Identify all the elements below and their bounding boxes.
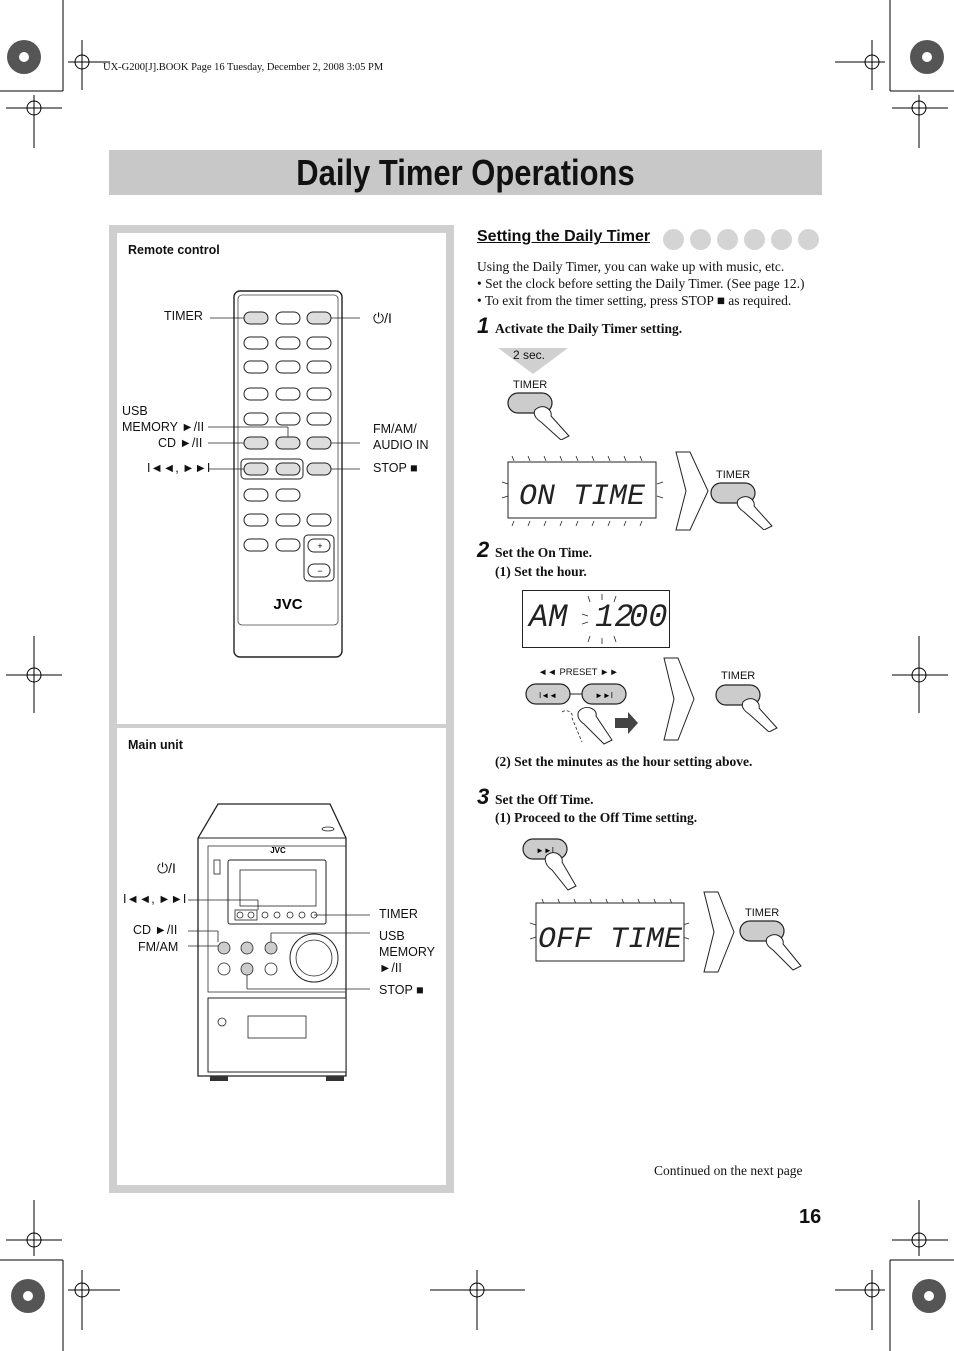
- step-3-sub-1: (1) Proceed to the Off Time setting.: [495, 810, 698, 825]
- step-1-number: 1: [477, 313, 490, 338]
- main-unit-cd-label: CD ►/II: [133, 923, 178, 937]
- remote-stop-label: STOP ■: [373, 461, 418, 475]
- title-bar: Daily Timer Operations: [109, 150, 822, 195]
- minute-digits: 00: [629, 599, 668, 636]
- preset-label: ◄◄ PRESET ►►: [538, 667, 619, 678]
- svg-text:+: +: [317, 541, 322, 551]
- off-time-lcd-display: OFF TIME: [529, 898, 690, 962]
- timer-button-press-illustration: [507, 392, 570, 440]
- main-unit-timer-label: TIMER: [379, 907, 418, 921]
- section-heading: Setting the Daily Timer: [477, 228, 651, 245]
- bullet-exit: • To exit from the timer setting, press …: [477, 293, 792, 308]
- main-unit-illustration: JVC: [188, 803, 370, 1081]
- main-unit-usb-label-line3: ►/II: [379, 961, 402, 975]
- remote-cd-label: CD ►/II: [158, 436, 203, 450]
- on-time-display-text: ON TIME: [519, 480, 646, 514]
- file-header-note: UX-G200[J].BOOK Page 16 Tuesday, Decembe…: [103, 62, 384, 73]
- main-unit-stop-label: STOP ■: [379, 983, 424, 997]
- step-3-text: Set the Off Time.: [495, 792, 594, 807]
- main-unit-heading: Main unit: [128, 738, 183, 752]
- bullet-clock: • Set the clock before setting the Daily…: [477, 276, 805, 291]
- remote-heading: Remote control: [128, 243, 220, 257]
- step-1-timer-button-label: TIMER: [513, 379, 548, 391]
- on-time-lcd-display: ON TIME: [501, 455, 664, 527]
- svg-text:►►I: ►►I: [595, 691, 613, 700]
- heading-decor-dot: [798, 229, 819, 250]
- flow-arrow-icon: [703, 891, 735, 973]
- remote-usb-label-line1: USB: [122, 404, 148, 418]
- remote-skip-label: I◄◄, ►►I: [147, 461, 211, 475]
- svg-text:►►I: ►►I: [536, 846, 554, 855]
- heading-decor-dot: [690, 229, 711, 250]
- next-button-press-illustration: ►►I: [522, 838, 577, 891]
- main-unit-power-label: ⏻/I: [157, 860, 176, 876]
- remote-timer-label: TIMER: [164, 309, 203, 323]
- main-unit-usb-label-line1: USB: [379, 929, 405, 943]
- timer-confirm-press-illustration: [715, 684, 778, 732]
- svg-text:I◄◄: I◄◄: [539, 691, 557, 700]
- timer-confirm-press-illustration: [710, 482, 773, 530]
- am-indicator: AM: [529, 599, 568, 636]
- main-unit-brand-logo: JVC: [270, 846, 286, 855]
- main-unit-usb-label-line2: MEMORY: [379, 945, 436, 959]
- step-1-confirm-timer-label: TIMER: [716, 469, 751, 481]
- page-number: 16: [799, 1206, 822, 1228]
- step-2-text: Set the On Time.: [495, 545, 593, 560]
- remote-usb-label-line2: MEMORY ►/II: [122, 420, 205, 434]
- heading-decor-dot: [663, 229, 684, 250]
- am-clock-lcd-display: AM 12 00: [522, 590, 670, 648]
- remote-fm-label-line1: FM/AM/: [373, 422, 417, 436]
- continued-note: Continued on the next page: [654, 1163, 803, 1178]
- preset-buttons-illustration: I◄◄ ►►I: [525, 683, 638, 745]
- step-3-confirm-timer-label: TIMER: [745, 907, 780, 919]
- main-unit-fmam-label: FM/AM: [138, 940, 179, 954]
- flow-arrow-icon: [675, 451, 709, 531]
- step-2-confirm-timer-label: TIMER: [721, 670, 756, 682]
- timer-confirm-press-illustration: [739, 920, 802, 971]
- hold-duration-label: 2 sec.: [513, 348, 546, 362]
- remote-fm-label-line2: AUDIO IN: [373, 438, 429, 452]
- flow-arrow-icon: [663, 657, 695, 741]
- remote-power-label: ⏻/I: [373, 310, 392, 326]
- svg-text:−: −: [317, 566, 322, 576]
- hour-digits: 12: [595, 599, 634, 636]
- remote-control-illustration: + − JVC: [208, 290, 360, 658]
- step-1-text: Activate the Daily Timer setting.: [495, 321, 683, 336]
- heading-decor-dot: [717, 229, 738, 250]
- remote-brand-logo: JVC: [273, 596, 302, 613]
- step-3-number: 3: [477, 784, 490, 809]
- step-2-number: 2: [477, 537, 490, 562]
- page-title: Daily Timer Operations: [296, 152, 635, 193]
- step-2-sub-2: (2) Set the minutes as the hour setting …: [495, 754, 753, 769]
- hour-blink-rays: [582, 594, 617, 644]
- step-2-sub-1: (1) Set the hour.: [495, 564, 587, 579]
- main-unit-skip-label: I◄◄, ►►I: [123, 892, 187, 906]
- heading-decor-dot: [744, 229, 765, 250]
- off-time-display-text: OFF TIME: [538, 923, 683, 957]
- intro-text: Using the Daily Timer, you can wake up w…: [477, 259, 785, 274]
- hold-arrow-icon: [498, 348, 568, 374]
- heading-decor-dot: [771, 229, 792, 250]
